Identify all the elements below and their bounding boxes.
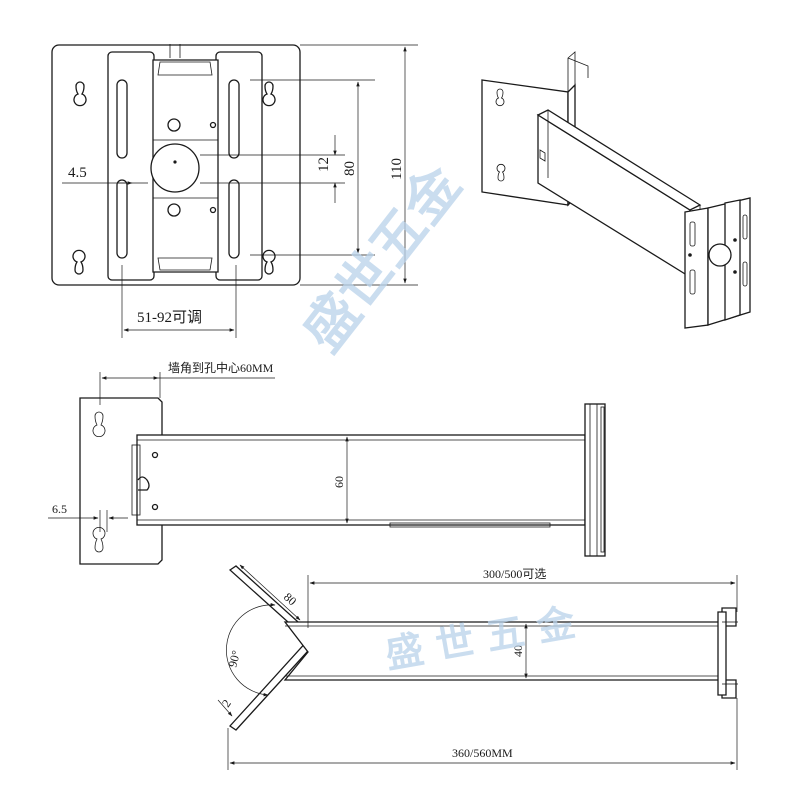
dim-2-thickness: 2 bbox=[219, 697, 234, 710]
dim-4-5: 4.5 bbox=[68, 165, 87, 181]
dim-110: 110 bbox=[389, 158, 405, 180]
isometric-view bbox=[481, 51, 751, 329]
screw-hole-top bbox=[167, 118, 181, 132]
slot-right-lower bbox=[228, 179, 240, 259]
side-arm-tube bbox=[136, 434, 586, 526]
side-view: 墙角到孔中心60MM 6.5 60 bbox=[48, 360, 606, 565]
dim-40: 40 bbox=[511, 645, 525, 657]
dim-90-degree: 90° bbox=[225, 649, 243, 669]
side-clamp-plate bbox=[584, 403, 606, 557]
keyhole-hole-bottom-right bbox=[262, 249, 276, 275]
dim-80: 80 bbox=[342, 161, 358, 176]
watermark: 盛世五金 盛 世 五 金 bbox=[291, 153, 580, 677]
dim-12: 12 bbox=[316, 157, 332, 172]
dim-60: 60 bbox=[332, 476, 346, 488]
slot-right-upper bbox=[228, 79, 240, 159]
screw-hole-bottom bbox=[167, 203, 181, 217]
iso-clamp-plate bbox=[684, 207, 709, 329]
keyhole-hole-top-left bbox=[73, 81, 87, 107]
keyhole-hole-top-right bbox=[262, 81, 276, 107]
dim-total-length-options: 360/560MM bbox=[452, 746, 513, 760]
slot-left-upper bbox=[116, 79, 128, 159]
dim-6-5: 6.5 bbox=[52, 502, 67, 516]
dim-51-92-adjustable: 51-92可调 bbox=[137, 309, 202, 326]
bottom-clamp-plate bbox=[717, 611, 727, 696]
dim-wall-to-hole-center: 墙角到孔中心60MM bbox=[168, 360, 274, 375]
slot-left-lower bbox=[116, 179, 128, 259]
dim-arm-length-options: 300/500可选 bbox=[483, 567, 546, 581]
keyhole-hole-bottom-left bbox=[72, 249, 86, 275]
left-clamp-flange bbox=[107, 51, 155, 281]
bottom-arm-tube bbox=[283, 621, 723, 681]
watermark-vertical: 盛世五金 bbox=[291, 153, 474, 363]
front-view: 4.5 12 80 110 51-92可调 bbox=[51, 44, 418, 338]
bottom-view: 300/500可选 80 90° 2 40 360/560MM bbox=[217, 564, 738, 770]
center-tube-opening bbox=[150, 143, 200, 193]
